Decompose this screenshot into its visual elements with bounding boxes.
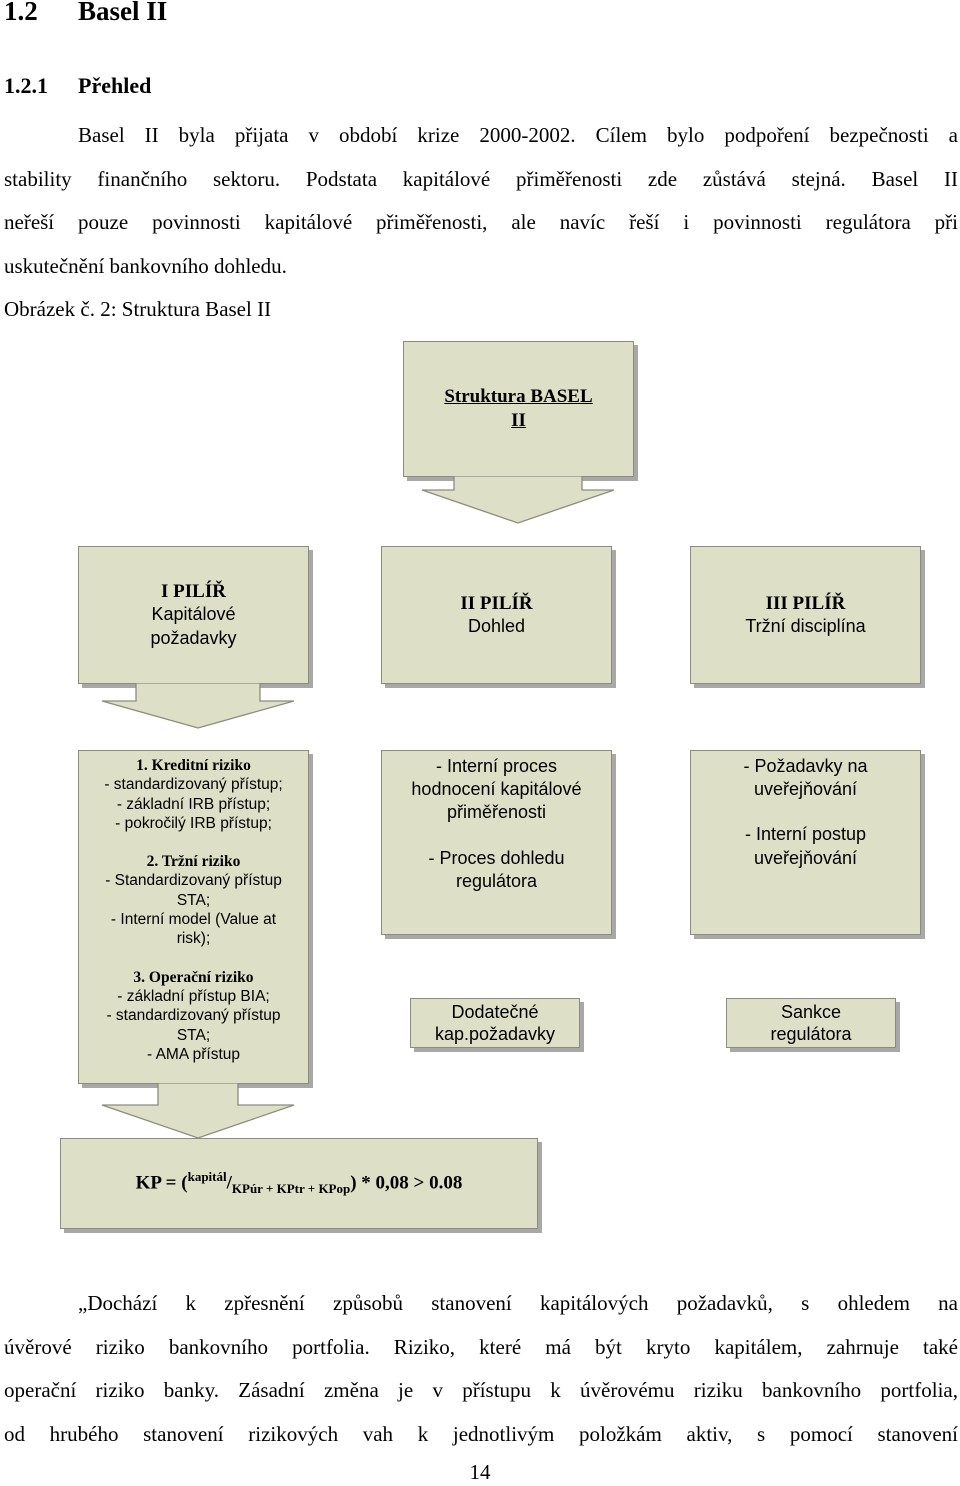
regulator-sanctions-box: Sankce regulátora: [726, 998, 896, 1048]
additional-requirements-line2: kap.požadavky: [434, 1024, 556, 1044]
pillar-2-detail-line: přiměřenosti: [446, 802, 547, 823]
operational-risk-item: STA;: [176, 1026, 211, 1044]
structure-top-box: Struktura BASEL II: [403, 341, 634, 477]
credit-risk-block: 1. Kreditní riziko - standardizovaný pří…: [104, 756, 282, 833]
intro-line-2: stability finančního sektoru. Podstata k…: [4, 166, 958, 191]
intro-line-4: uskutečnění bankovního dohledu.: [4, 253, 287, 278]
pillar-3-detail-line: uveřejňování: [753, 847, 858, 868]
pillar-1-line1: Kapitálové: [151, 604, 236, 625]
additional-requirements-box: Dodatečné kap.požadavky: [410, 998, 580, 1048]
structure-title-line1: Struktura BASEL: [444, 386, 593, 407]
pillar-3-box: III PILÍŘ Tržní disciplína: [690, 546, 921, 684]
figure-caption: Obrázek č. 2: Struktura Basel II: [4, 297, 272, 321]
pillar-1-box: I PILÍŘ Kapitálové požadavky: [78, 546, 309, 684]
intro-line-3: neřeší pouze povinnosti kapitálové přimě…: [4, 210, 958, 234]
subsection-title: Přehled: [78, 73, 152, 98]
operational-risk-item: - AMA přístup: [146, 1045, 241, 1063]
pillar-1-detail-box: 1. Kreditní riziko - standardizovaný pří…: [78, 750, 309, 1084]
quote-paragraph: „Dochází k zpřesnění způsobů stanovení k…: [4, 1282, 958, 1456]
subsection-heading: 1.2.1 Přehled: [4, 73, 151, 99]
pillar-2-title: II PILÍŘ: [460, 592, 533, 614]
pillar-2-line1: Dohled: [467, 616, 526, 636]
credit-risk-item: - standardizovaný přístup;: [104, 776, 283, 794]
quote-line-2: úvěrové riziko bankovního portfolia. Riz…: [4, 1334, 958, 1359]
operational-risk-item: - základní přístup BIA;: [117, 987, 270, 1005]
market-risk-item: - Standardizovaný přístup: [105, 872, 282, 890]
page-number: 14: [469, 1460, 491, 1484]
pillar-3-line1: Tržní disciplína: [745, 616, 866, 636]
pillar-2-detail-line: regulátora: [455, 870, 538, 891]
market-risk-item: risk);: [176, 930, 211, 948]
market-risk-item: STA;: [176, 891, 211, 909]
pillar-1-line2: požadavky: [150, 627, 237, 648]
subsection-number: 1.2.1: [4, 73, 48, 98]
quote-line-4: od hrubého stanovení rizikových vah k je…: [4, 1421, 958, 1446]
credit-risk-title: 1. Kreditní riziko: [136, 757, 251, 774]
arrow-down-icon: [101, 1083, 295, 1139]
operational-risk-item: - standardizovaný přístup: [106, 1007, 281, 1025]
pillar-2-detail-box: - Interní proces hodnocení kapitálové př…: [381, 750, 612, 935]
credit-risk-item: - pokročilý IRB přístup;: [115, 814, 272, 832]
section-title: Basel II: [78, 0, 168, 26]
intro-paragraph: Basel II byla přijata v období krize 200…: [4, 114, 958, 332]
pillar-2-box: II PILÍŘ Dohled: [381, 546, 612, 684]
regulator-sanctions-line1: Sankce: [780, 1002, 842, 1022]
pillar-2-detail-line: - Interní proces: [435, 756, 558, 776]
arrow-down-icon: [101, 683, 295, 729]
pillar-2-detail-line: - Proces dohledu: [428, 847, 565, 868]
formula-slash: /: [226, 1172, 232, 1194]
arrow-down-icon: [421, 476, 615, 524]
pillar-1-title: I PILÍŘ: [161, 580, 226, 602]
pillar-3-detail-line: - Interní postup: [744, 824, 867, 845]
market-risk-item: - Interní model (Value at: [110, 911, 277, 929]
section-heading: 1.2 Basel II: [4, 0, 167, 27]
formula-tail: ) * 0,08 > 0.08: [350, 1172, 463, 1194]
operational-risk-title: 3. Operační riziko: [133, 968, 254, 986]
formula-kp: KP = (: [135, 1172, 188, 1194]
pillar-3-detail-box: - Požadavky na uveřejňování - Interní po…: [690, 750, 921, 935]
regulator-sanctions-line2: regulátora: [770, 1024, 852, 1044]
capital-adequacy-formula: KP = (kapitál/KPúr + KPtr + KPop) * 0,08…: [136, 1169, 463, 1197]
pillar-3-detail-line: uveřejňování: [753, 779, 858, 800]
formula-denominator: KPúr + KPtr + KPop: [231, 1181, 351, 1197]
section-number: 1.2: [4, 0, 38, 26]
intro-line-1: Basel II byla přijata v období krize 200…: [78, 123, 958, 147]
credit-risk-item: - základní IRB přístup;: [116, 795, 271, 813]
structure-title-line2: II: [511, 410, 526, 431]
quote-line-1: „Dochází k zpřesnění způsobů stanovení k…: [78, 1291, 958, 1315]
market-risk-title: 2. Tržní riziko: [146, 853, 241, 871]
pillar-3-detail-line: - Požadavky na: [743, 756, 868, 776]
market-risk-block: 2. Tržní riziko - Standardizovaný přístu…: [105, 852, 282, 948]
formula-box: KP = (kapitál/KPúr + KPtr + KPop) * 0,08…: [60, 1138, 538, 1229]
formula-numerator: kapitál: [187, 1169, 227, 1185]
quote-line-3: operační riziko banky. Zásadní změna je …: [4, 1378, 958, 1402]
pillar-3-title: III PILÍŘ: [765, 592, 846, 614]
pillar-2-detail-line: hodnocení kapitálové: [411, 779, 582, 800]
additional-requirements-line1: Dodatečné: [451, 1002, 539, 1022]
operational-risk-block: 3. Operační riziko - základní přístup BI…: [106, 968, 280, 1064]
